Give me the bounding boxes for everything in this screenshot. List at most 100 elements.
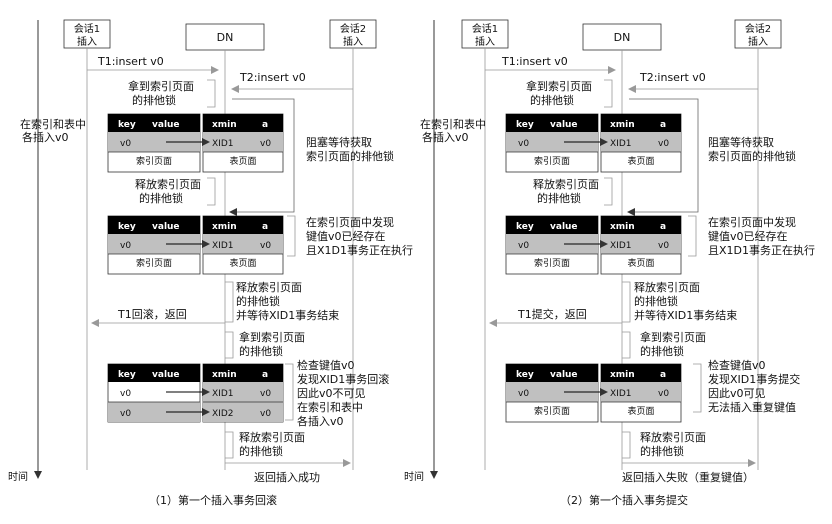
right-time-label: 时间 (404, 470, 424, 483)
index-3-key-cell-2: v0 (120, 409, 131, 419)
table-1-a-header: a (262, 120, 268, 130)
index-1-caption: 索引页面 (136, 155, 172, 167)
right-panel: 时间 会话1 插入 DN 会话2 插入 T1:insert v0 T2:inse… (404, 19, 815, 507)
index-1-key-cell: v0 (120, 139, 131, 149)
index-2-key-header: key (118, 222, 136, 232)
right-participant-session2: 会话2 插入 (734, 19, 782, 49)
check-line4: 在索引和表中 (297, 400, 363, 414)
participant-session1: 会话1 插入 (63, 19, 111, 49)
right-final-result-label: 返回插入失败（重复键值） (622, 470, 754, 484)
table-2-caption: 表页面 (229, 257, 256, 269)
right-release-1-line1: 释放索引页面 (533, 177, 599, 191)
right-table-2-xmin-cell: XID1 (610, 241, 631, 251)
index-page-2: key value v0 索引页面 (107, 215, 201, 275)
right-index-2-key-header: key (516, 222, 534, 232)
table-1-a-cell: v0 (260, 139, 271, 149)
get-lock-1-line1: 拿到索引页面 (128, 79, 194, 93)
index-2-key-cell: v0 (120, 241, 131, 251)
right-index-1-caption: 索引页面 (534, 155, 570, 167)
table-page-1: xmin a XID1 v0 表页面 (202, 113, 284, 173)
index-3-key-cell-1: v0 (120, 389, 131, 399)
right-index-2-value-header: value (550, 222, 578, 232)
table-3-xmin-cell-1: XID1 (212, 389, 233, 399)
right-index-2-key-cell: v0 (518, 241, 529, 251)
right-get-lock-2-line1: 拿到索引页面 (640, 330, 706, 344)
index-1-value-header: value (152, 120, 180, 130)
release-2-line2: 的排他锁 (236, 294, 280, 308)
release-1-line2: 的排他锁 (139, 191, 183, 205)
get-lock-2-line2: 的排他锁 (239, 344, 283, 358)
right-participant-dn: DN (582, 23, 662, 51)
right-index-3-key-cell: v0 (518, 389, 529, 399)
participant-session2: 会话2 插入 (329, 19, 377, 49)
right-table-2-caption: 表页面 (627, 257, 654, 269)
right-release-3-line1: 释放索引页面 (640, 430, 706, 444)
table-2-a-cell: v0 (260, 241, 271, 251)
participant-session1-line1: 会话1 (74, 22, 100, 35)
right-table-1-a-header: a (660, 120, 666, 130)
right-blocked-line2: 索引页面的排他锁 (708, 149, 796, 163)
blocked-line1: 阻塞等待获取 (306, 135, 372, 149)
release-2-line1: 释放索引页面 (236, 280, 302, 294)
right-table-2-xmin-header: xmin (610, 222, 635, 232)
right-index-page-3: key value v0 索引页面 (505, 363, 599, 423)
check-line3: 因此v0不可见 (297, 387, 366, 400)
right-index-1-key-cell: v0 (518, 139, 529, 149)
right-caption: （2）第一个插入事务提交 (560, 493, 688, 507)
right-found-line2: 键值v0已经存在 (708, 229, 788, 243)
table-3-a-cell-2: v0 (260, 409, 271, 419)
right-get-lock-1-line1: 拿到索引页面 (526, 79, 592, 93)
table-2-a-header: a (262, 222, 268, 232)
right-table-3-xmin-header: xmin (610, 370, 635, 380)
right-table-1-xmin-header: xmin (610, 120, 635, 130)
right-insert-both-line2: 各插入v0 (422, 130, 469, 144)
right-release-3-line2: 的排他锁 (640, 444, 684, 458)
right-table-3-xmin-cell: XID1 (610, 389, 631, 399)
release-1-line1: 释放索引页面 (135, 177, 201, 191)
right-index-page-1: key value v0 索引页面 (505, 113, 599, 173)
t1-insert-label: T1:insert v0 (97, 55, 164, 68)
found-line2: 键值v0已经存在 (306, 229, 386, 243)
time-label: 时间 (8, 470, 28, 483)
index-page-3: key value v0 v0 (107, 363, 201, 423)
right-table-page-3: xmin a XID1 v0 表页面 (600, 363, 682, 423)
table-1-xmin-header: xmin (212, 120, 237, 130)
final-result-label: 返回插入成功 (254, 470, 320, 484)
insert-both-line2: 各插入v0 (22, 130, 69, 144)
right-table-page-1: xmin a XID1 v0 表页面 (600, 113, 682, 173)
right-found-line1: 在索引页面中发现 (708, 215, 796, 229)
right-participant-dn-label: DN (614, 31, 631, 44)
right-t1-result-label: T1提交，返回 (517, 307, 587, 321)
right-table-page-2: xmin a XID1 v0 表页面 (600, 215, 682, 275)
right-table-3-a-header: a (660, 370, 666, 380)
get-lock-2-line1: 拿到索引页面 (239, 330, 305, 344)
right-index-page-2: key value v0 索引页面 (505, 215, 599, 275)
index-3-value-header: value (152, 370, 180, 380)
table-3-xmin-cell-2: XID2 (212, 409, 233, 419)
right-check-line1: 检查键值v0 (708, 358, 766, 372)
release-2-line3: 并等待XID1事务结束 (236, 308, 339, 322)
right-release-1-line2: 的排他锁 (537, 191, 581, 205)
participant-dn: DN (185, 23, 265, 51)
t1-result-label: T1回滚，返回 (117, 307, 187, 321)
right-found-line3: 且X1D1事务正在执行 (708, 243, 815, 257)
release-3-line1: 释放索引页面 (239, 430, 305, 444)
right-index-3-value-header: value (550, 370, 578, 380)
index-1-key-header: key (118, 120, 136, 130)
index-page-1: key value v0 索引页面 (107, 113, 201, 173)
table-2-xmin-header: xmin (212, 222, 237, 232)
right-get-lock-2-line2: 的排他锁 (640, 344, 684, 358)
right-t1-insert-label: T1:insert v0 (501, 55, 568, 68)
left-caption: （1）第一个插入事务回滚 (149, 493, 277, 507)
right-index-3-key-header: key (516, 370, 534, 380)
right-table-2-a-header: a (660, 222, 666, 232)
table-3-xmin-header: xmin (212, 370, 237, 380)
participant-session2-line1: 会话2 (340, 22, 366, 35)
get-lock-1-line2: 的排他锁 (132, 93, 176, 107)
blocked-wait-path (229, 98, 295, 216)
right-participant-session1: 会话1 插入 (461, 19, 509, 49)
index-3-key-header: key (118, 370, 136, 380)
insert-both-line1: 在索引和表中 (20, 117, 86, 131)
right-check-line3: 因此v0可见 (708, 387, 766, 400)
